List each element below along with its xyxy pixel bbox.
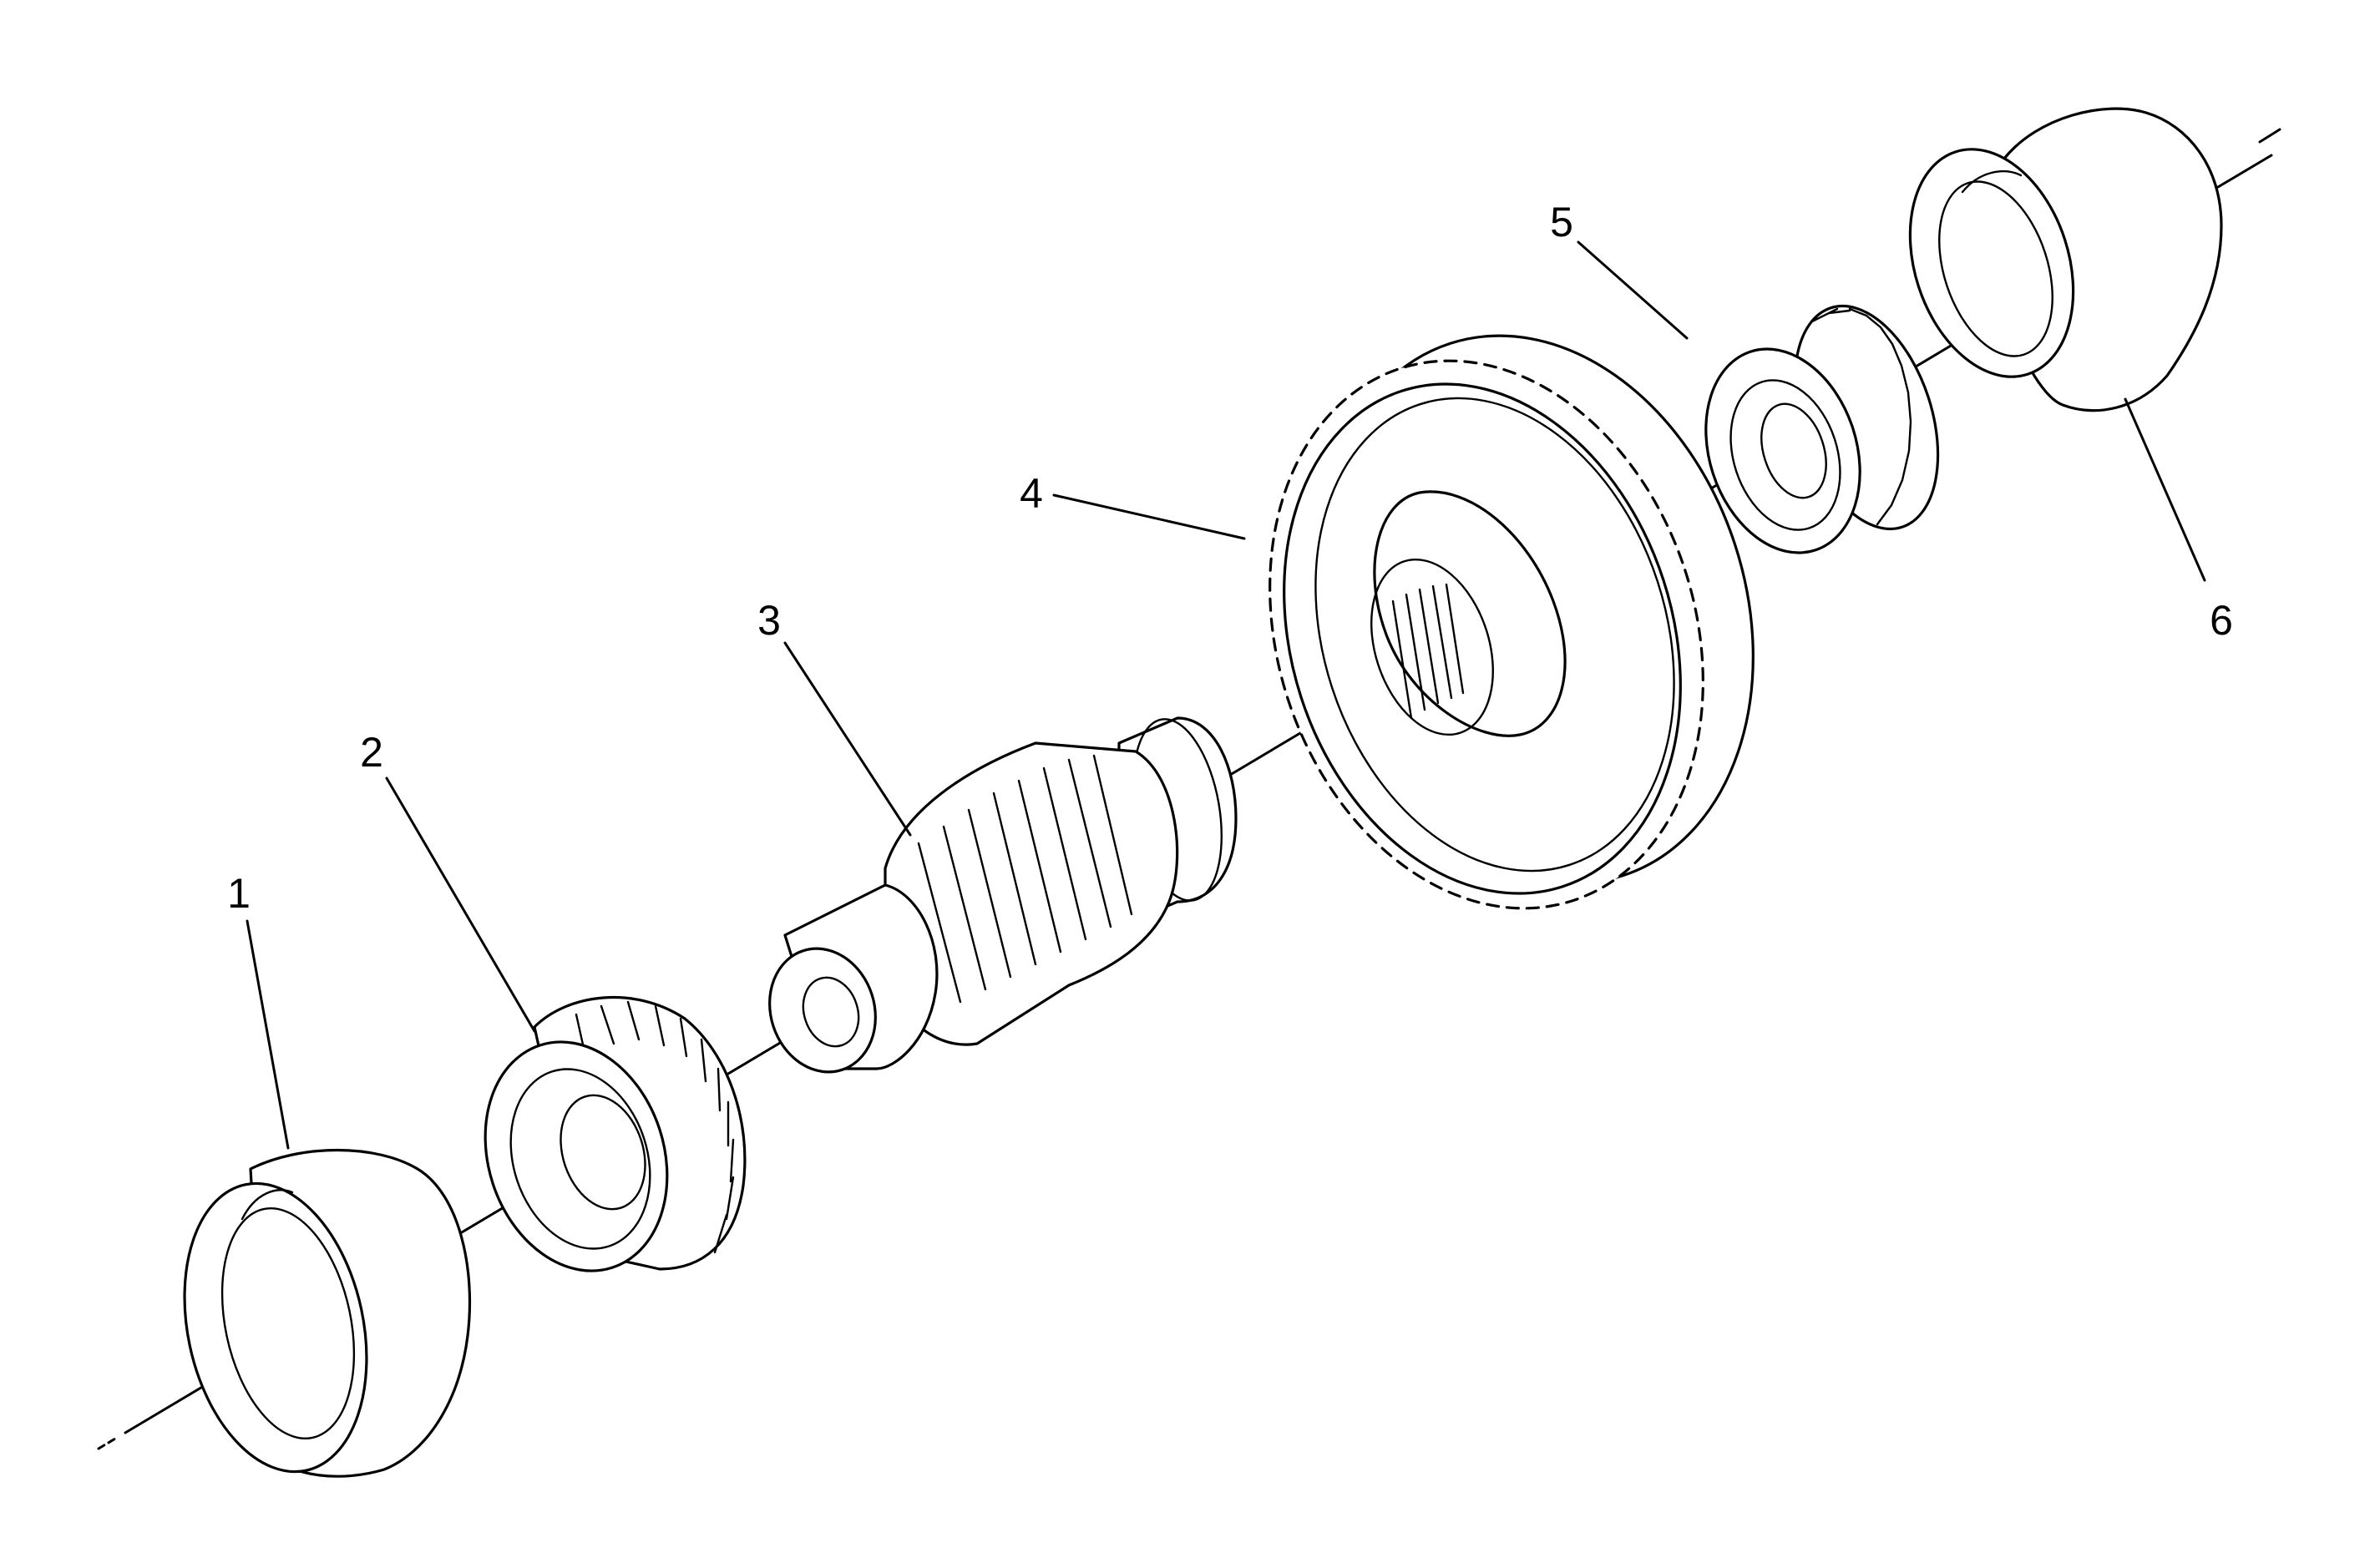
leader-line-3	[783, 641, 912, 837]
taper-bearing-left	[484, 996, 747, 1272]
leader-lines	[246, 240, 2206, 1150]
leader-line-2	[385, 776, 536, 1033]
callout-5: 5	[1550, 199, 1573, 245]
large-helical-gear	[1268, 334, 1755, 910]
leader-line-5	[1577, 240, 1689, 340]
callout-labels: 1 2 3 4 5 6	[227, 199, 2233, 917]
callout-1: 1	[227, 870, 251, 917]
bearing-cup-left	[183, 1149, 472, 1478]
callout-6: 6	[2210, 597, 2233, 644]
callout-4: 4	[1020, 470, 1043, 517]
leader-line-6	[2124, 397, 2206, 582]
leader-line-4	[1052, 493, 1246, 540]
callout-2: 2	[360, 729, 383, 776]
bearing-cup-right	[1908, 107, 2223, 412]
callout-3: 3	[757, 597, 781, 644]
taper-bearing-right	[1704, 304, 1940, 554]
leader-line-1	[246, 919, 290, 1150]
pinion-shaft	[768, 716, 1238, 1074]
